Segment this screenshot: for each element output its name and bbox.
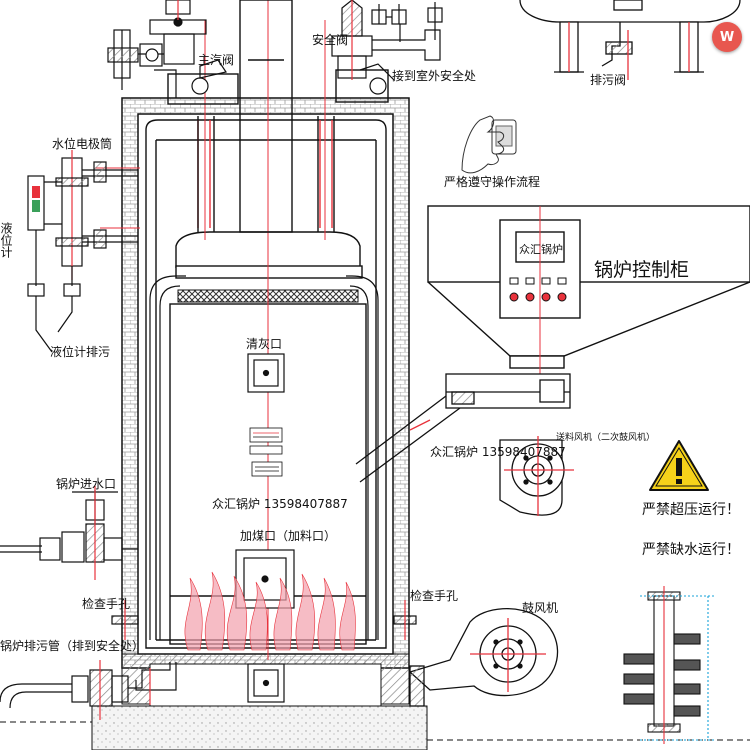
side-gauge-assembly <box>623 586 714 744</box>
feed-water-assembly <box>0 486 138 580</box>
steam-pipes <box>167 0 389 233</box>
cleanout-label: 清灰口 <box>246 337 282 351</box>
blowdown-valve-label: 排污阀 <box>590 73 626 87</box>
ash-door <box>247 663 285 703</box>
cabinet-screen-brand: 众汇锅炉 <box>519 243 563 256</box>
safety-valve-assembly <box>331 0 443 95</box>
main-steam-valve-label: 主汽阀 <box>198 52 234 67</box>
feed-duct <box>355 373 571 483</box>
water-jacket <box>145 119 387 649</box>
inspection-holes <box>111 600 417 640</box>
inspection-right-label: 检查手孔 <box>410 588 458 603</box>
inspection-left-label: 检查手孔 <box>82 596 130 611</box>
blowdown-assembly <box>0 660 177 720</box>
hand-touch-icon <box>461 115 517 174</box>
level-gauge-label: 液位计 <box>0 221 13 258</box>
main-steam-valve-assembly <box>107 0 227 98</box>
flames <box>184 571 356 651</box>
no-overpressure-label: 严禁超压运行！ <box>642 502 740 518</box>
boiler-blowdown-label: 锅炉排污管（排到安全处） <box>0 638 144 653</box>
secondary-fan <box>499 436 574 516</box>
level-gauge-drain-label: 液位计排污 <box>50 344 110 359</box>
secondary-fan-label: 送料风机（二次鼓风机） <box>556 431 655 443</box>
cabinet-buttons <box>509 277 567 302</box>
water-level-probe-label: 水位电极筒 <box>52 136 112 151</box>
control-cabinet-drawing <box>427 205 750 400</box>
strict-operation-label: 严格遵守操作流程 <box>444 174 540 189</box>
company-label-duct: 众汇锅炉 13598407887 <box>430 444 566 459</box>
company-label-mid: 众汇锅炉 13598407887 <box>212 496 348 511</box>
feed-port-label: 加煤口（加料口） <box>240 529 336 543</box>
foundation <box>91 705 428 750</box>
control-cabinet-label: 锅炉控制柜 <box>594 259 689 281</box>
water-level-probe-assembly <box>27 150 138 353</box>
to-outdoor-safe-label: 接到室外安全处 <box>392 68 476 83</box>
feed-water-inlet-label: 锅炉进水口 <box>56 476 116 491</box>
blower <box>408 608 559 707</box>
top-right-vessel <box>519 0 741 80</box>
warning-triangle-icon <box>649 440 709 491</box>
blower-label: 鼓风机 <box>522 601 558 615</box>
circulation-pipes <box>149 275 379 640</box>
cleanout-door <box>247 353 285 393</box>
no-low-water-label: 严禁缺水运行！ <box>642 542 740 558</box>
safety-valve-label: 安全阀 <box>312 32 348 47</box>
watermark-badge-icon: W <box>712 22 742 52</box>
nameplate <box>249 427 283 477</box>
